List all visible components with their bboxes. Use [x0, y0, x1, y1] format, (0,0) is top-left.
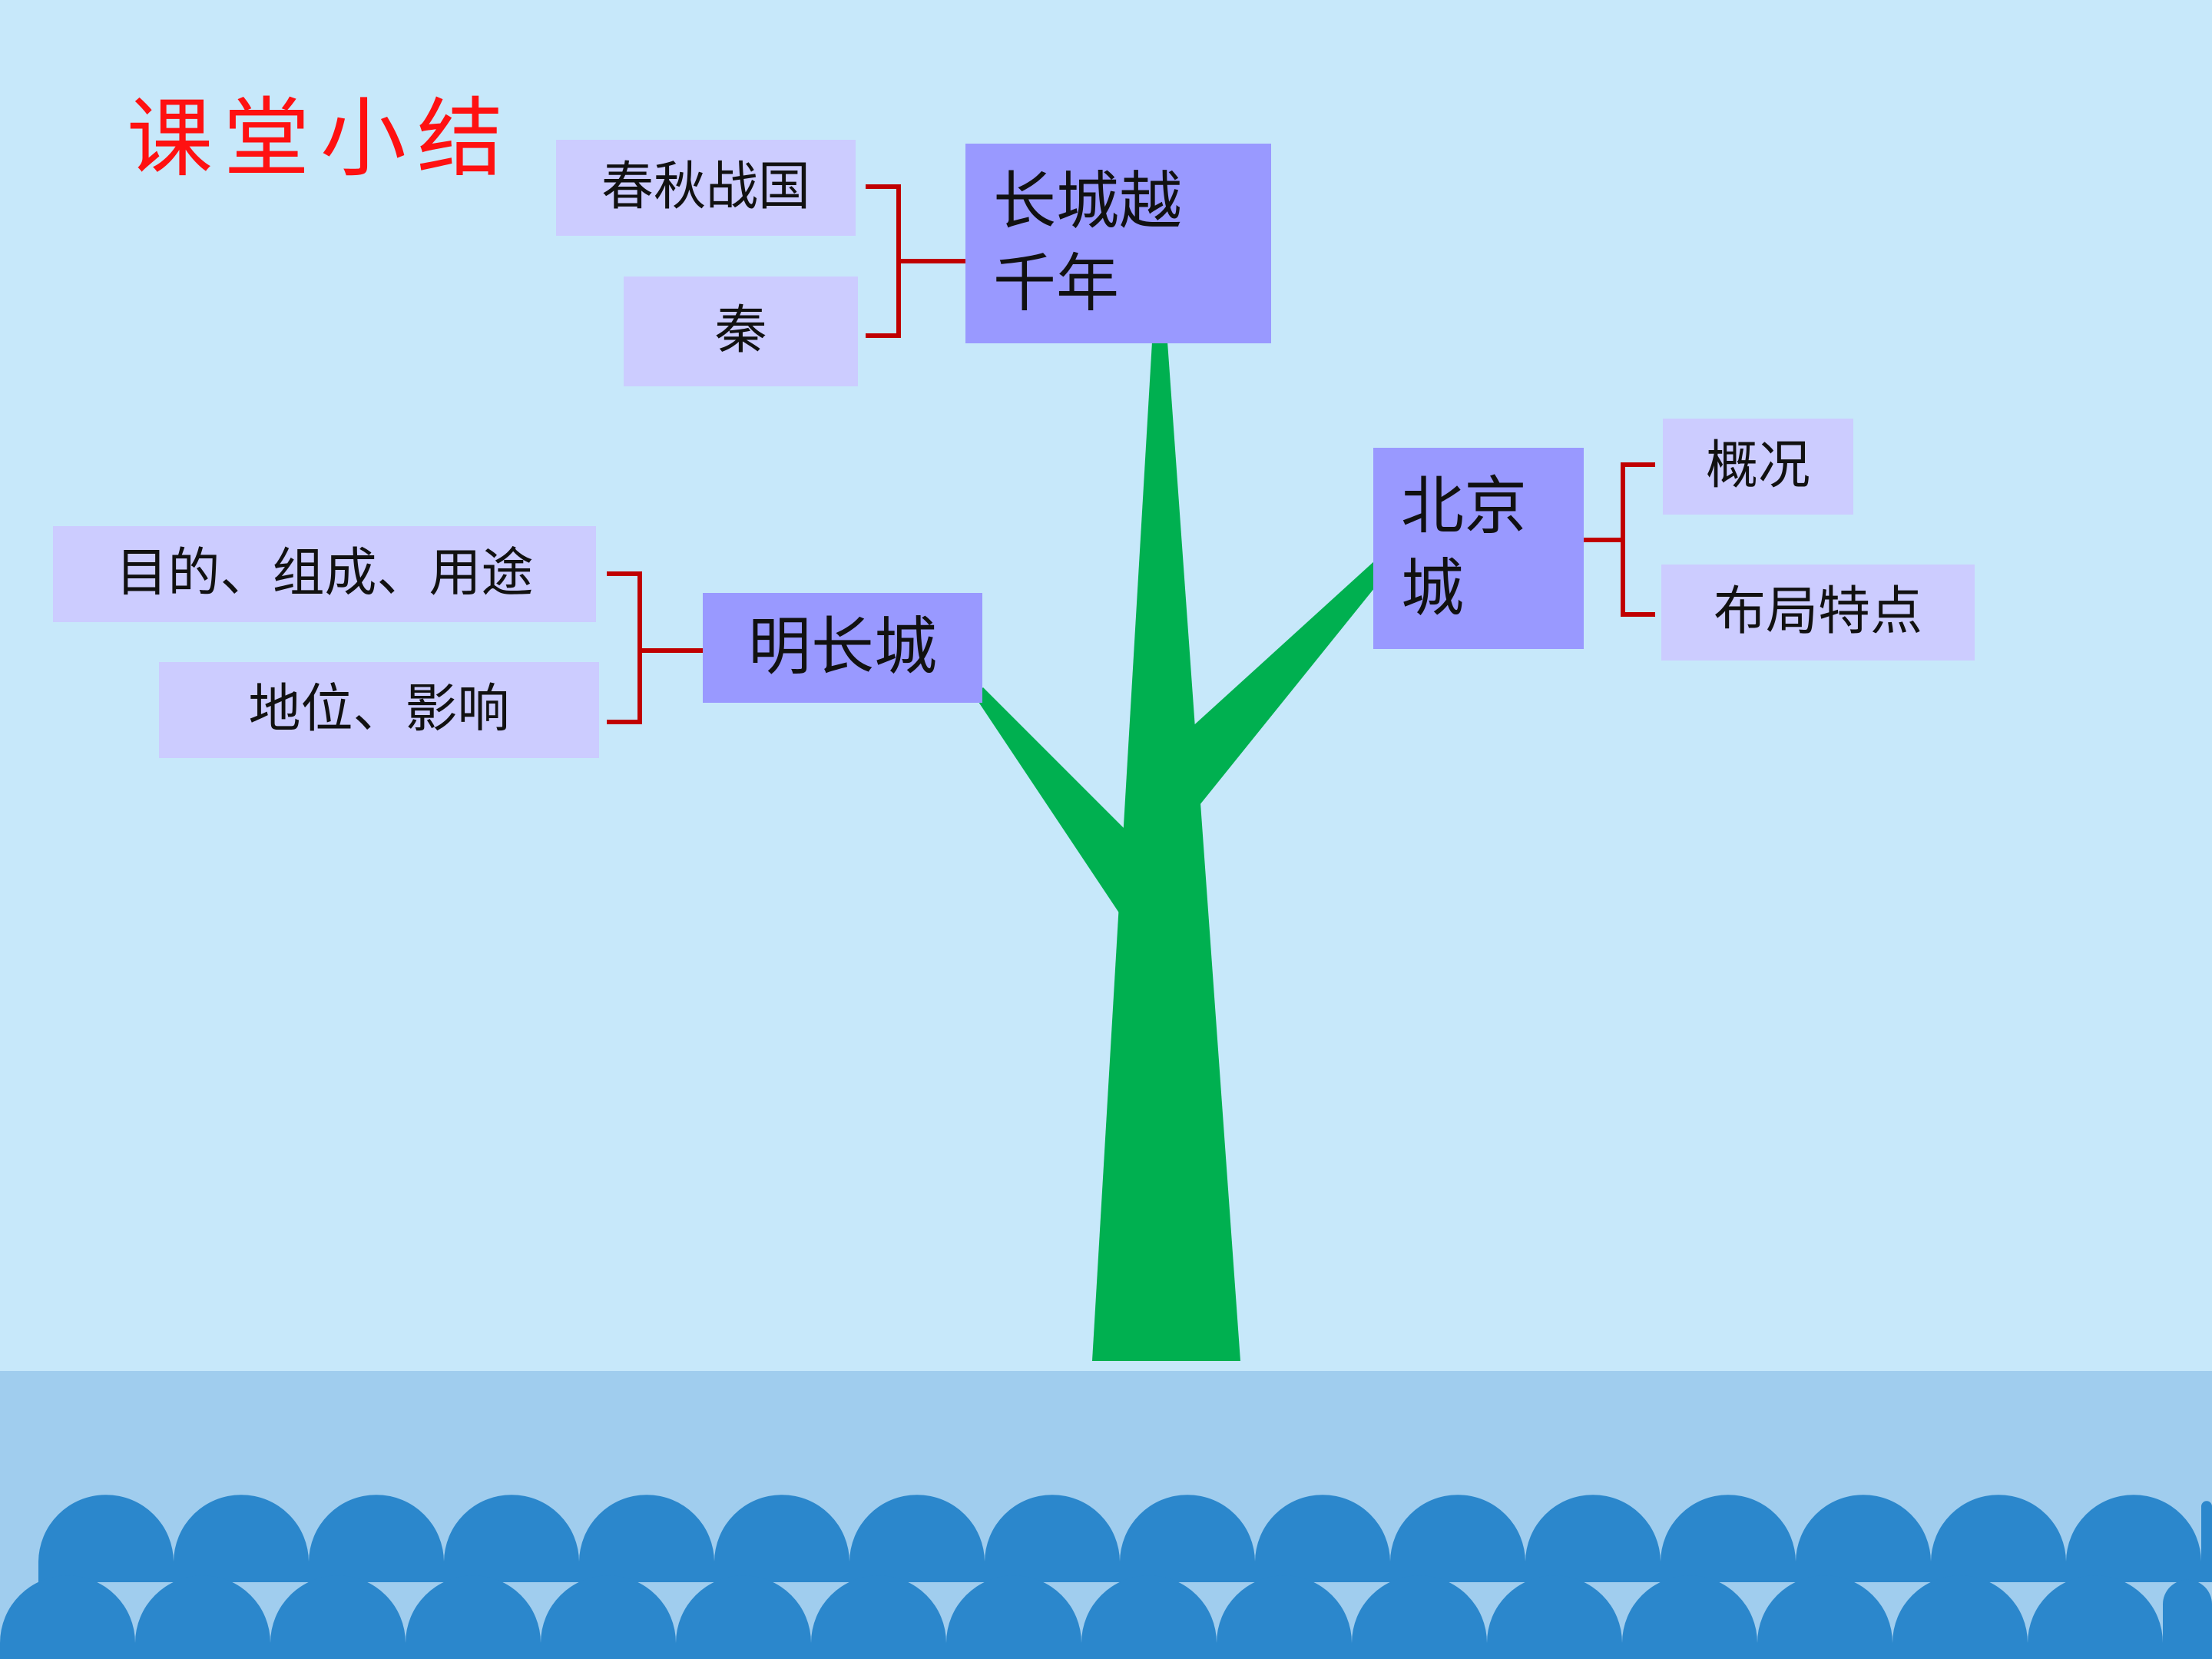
root-node-label: 长城越 千年 — [993, 165, 1183, 320]
branch-item-label: 目的、组成、用途 — [115, 543, 534, 604]
wave-scallop — [676, 1575, 811, 1659]
wave-scallop — [135, 1575, 270, 1659]
wave-scallop — [406, 1575, 541, 1659]
branch-node-beijing: 北京 城 — [1373, 448, 1584, 649]
wave-scallop — [1390, 1495, 1525, 1582]
branch-item-overview: 概况 — [1663, 419, 1853, 515]
root-item-label: 春秋战国 — [601, 157, 810, 218]
bracket-beijing — [1584, 462, 1655, 617]
wave-scallop — [1081, 1575, 1217, 1659]
waves — [0, 1495, 2212, 1659]
wave-scallop — [1661, 1495, 1796, 1582]
wave-scallop — [946, 1575, 1081, 1659]
wave-scallop — [1255, 1495, 1390, 1582]
wave-scallop — [1622, 1575, 1757, 1659]
bracket-ming — [607, 571, 705, 724]
wave-scallop — [2163, 1579, 2212, 1659]
wave-scallop — [174, 1495, 309, 1582]
tree-trunk — [1092, 342, 1240, 1361]
branch-item-label: 概况 — [1705, 435, 1810, 497]
wave-scallop — [811, 1575, 946, 1659]
wave-scallop — [1487, 1575, 1622, 1659]
root-item-spring-autumn: 春秋战国 — [556, 140, 856, 236]
root-item-label: 秦 — [714, 300, 767, 362]
branch-item-purpose: 目的、组成、用途 — [53, 526, 596, 622]
branch-node-label: 北京 城 — [1401, 470, 1528, 625]
wave-scallop — [1892, 1575, 2028, 1659]
wave-scallop — [2201, 1501, 2212, 1582]
wave-scallop — [2028, 1575, 2163, 1659]
tree-branch-right — [1189, 561, 1375, 805]
wave-scallop — [714, 1495, 849, 1582]
wave-scallop — [0, 1575, 135, 1659]
wave-scallop — [2066, 1495, 2201, 1582]
branch-node-ming: 明长城 — [703, 593, 982, 703]
wave-scallop — [1525, 1495, 1661, 1582]
wave-scallop — [444, 1495, 579, 1582]
wave-scallop — [1796, 1495, 1931, 1582]
wave-scallop — [849, 1495, 985, 1582]
wave-scallop — [985, 1495, 1120, 1582]
branch-node-label: 明长城 — [747, 611, 937, 684]
wave-scallop — [38, 1495, 174, 1582]
wave-scallop — [541, 1575, 676, 1659]
branch-item-label: 布局特点 — [1713, 581, 1922, 643]
bracket-root — [866, 184, 966, 338]
tree-branch-left — [974, 687, 1129, 914]
branch-item-status: 地位、影响 — [159, 662, 599, 758]
wave-scallop — [270, 1575, 406, 1659]
root-node: 长城越 千年 — [965, 144, 1271, 343]
wave-scallop — [1757, 1575, 1892, 1659]
wave-scallop — [579, 1495, 714, 1582]
branch-item-layout: 布局特点 — [1661, 565, 1975, 661]
root-item-qin: 秦 — [624, 276, 858, 386]
wave-scallop — [1931, 1495, 2066, 1582]
wave-scallop — [1120, 1495, 1255, 1582]
wave-scallop — [1217, 1575, 1352, 1659]
page-title: 课堂小结 — [127, 89, 514, 189]
wave-scallop — [309, 1495, 444, 1582]
wave-scallop — [1352, 1575, 1487, 1659]
branch-item-label: 地位、影响 — [248, 679, 510, 740]
